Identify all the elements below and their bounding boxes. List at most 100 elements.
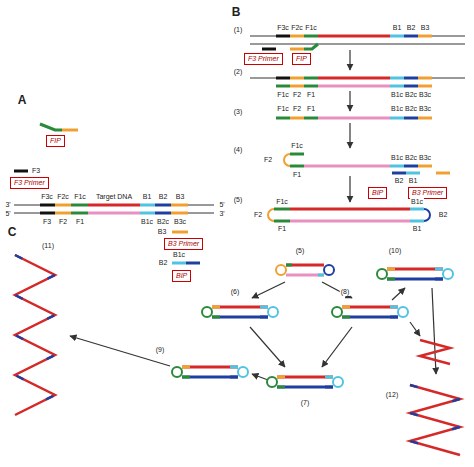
segment-label: F1c xyxy=(275,198,289,206)
primer-box: BIP xyxy=(368,187,387,199)
panel-b-strands xyxy=(250,43,465,45)
target-dna xyxy=(55,204,71,207)
segment-label: B1c xyxy=(410,198,424,206)
segment-label: F2 xyxy=(263,156,273,164)
primers-a xyxy=(186,262,200,265)
panel-b-strands xyxy=(418,85,432,88)
panel-b-strands xyxy=(436,172,450,175)
segment-label: B2 xyxy=(158,193,169,201)
target-dna xyxy=(14,212,214,214)
panel-b-strands xyxy=(410,220,424,223)
panel-b-strands xyxy=(304,44,318,49)
concatemer xyxy=(15,255,55,415)
target-dna xyxy=(155,204,171,207)
segment-label: B1c xyxy=(140,218,154,226)
panel-b-strands xyxy=(404,35,418,38)
segment-label: 3' xyxy=(218,210,225,218)
amplification-products xyxy=(276,265,334,275)
segment-label: F1c xyxy=(290,142,304,150)
primers-a xyxy=(172,262,186,265)
panel-b-strands xyxy=(318,117,390,120)
panel-b-strands xyxy=(390,35,404,38)
segment-label: B1c xyxy=(390,105,404,113)
target-dna xyxy=(140,212,155,215)
segment-label: (4) xyxy=(233,146,244,154)
segment-label: B2 xyxy=(406,24,417,32)
primers-a xyxy=(14,170,28,173)
step-arrows xyxy=(349,123,350,148)
step-arrows xyxy=(349,50,350,70)
step-arrows xyxy=(250,327,285,367)
segment-label: F1c xyxy=(276,91,290,99)
step-arrows xyxy=(252,374,268,380)
panel-b-strands xyxy=(390,77,404,80)
panel-letter: B xyxy=(231,6,242,19)
panel-b-strands xyxy=(276,35,290,38)
panel-b-strands xyxy=(404,77,418,80)
amplification-products xyxy=(202,307,278,317)
panel-b-strands xyxy=(392,172,406,175)
segment-label: B1 xyxy=(392,24,403,32)
segment-label: (5) xyxy=(233,196,244,204)
segment-label: F1c xyxy=(73,193,87,201)
primer-name: F3 Primer xyxy=(14,179,45,186)
amplification-products xyxy=(172,265,453,387)
segment-label: F1 xyxy=(306,105,316,113)
segment-label: (9) xyxy=(155,346,166,354)
primer-name: BIP xyxy=(372,189,383,196)
segment-label: 5' xyxy=(218,201,225,209)
segment-label: (10) xyxy=(388,247,402,255)
panel-b-strands xyxy=(290,85,304,88)
segment-label: B2 xyxy=(158,259,169,267)
segment-label: F1 xyxy=(277,225,287,233)
panel-b-strands xyxy=(404,165,418,168)
step-arrows xyxy=(70,50,436,380)
segment-label: F3c xyxy=(276,24,290,32)
panel-b-strands xyxy=(304,165,390,168)
primer-name: FIP xyxy=(296,55,307,62)
primer-name: B3 Primer xyxy=(168,240,199,247)
segment-label: (6) xyxy=(230,288,241,296)
panel-b-strands xyxy=(274,220,290,223)
panel-b-strands xyxy=(406,172,420,175)
target-dna xyxy=(140,204,155,207)
primers-a xyxy=(14,124,200,263)
panel-b-strands xyxy=(418,117,432,120)
step-arrows xyxy=(252,282,285,298)
panel-letter: A xyxy=(17,94,28,107)
concatemer xyxy=(410,385,460,455)
target-dna xyxy=(171,212,188,215)
segment-label: F1 xyxy=(306,91,316,99)
segment-label: F3c xyxy=(40,193,54,201)
segment-label: (3) xyxy=(233,108,244,116)
primer-box: FIP xyxy=(292,53,311,65)
primer-name: BIP xyxy=(176,272,187,279)
segment-label: B3c xyxy=(173,218,187,226)
panel-b-strands xyxy=(390,85,404,88)
concatemer xyxy=(15,255,460,455)
panel-b-strands xyxy=(276,77,290,80)
amplification-products xyxy=(332,307,408,317)
panel-b-strands xyxy=(418,165,432,168)
target-dna xyxy=(40,212,55,215)
segment-label: F3 xyxy=(31,167,41,175)
segment-label: B1c xyxy=(390,154,404,162)
segment-label: B2c xyxy=(156,218,170,226)
segment-label: F1 xyxy=(292,171,302,179)
amplification-products xyxy=(172,367,248,377)
panel-b-strands xyxy=(418,35,432,38)
panel-b-strands xyxy=(404,85,418,88)
segment-label: B1 xyxy=(142,193,153,201)
segment-label: F2 xyxy=(58,218,68,226)
step-arrows xyxy=(410,322,420,336)
target-dna xyxy=(40,204,55,207)
segment-label: B3c xyxy=(418,91,432,99)
panel-b-strands xyxy=(404,117,418,120)
segment-label: F1 xyxy=(75,218,85,226)
segment-label: B1 xyxy=(408,177,419,185)
segment-label: 3' xyxy=(4,201,11,209)
segment-label: B3 xyxy=(175,193,186,201)
panel-b-strands xyxy=(262,48,276,51)
target-dna xyxy=(55,212,71,215)
primer-box: F3 Primer xyxy=(10,177,49,189)
